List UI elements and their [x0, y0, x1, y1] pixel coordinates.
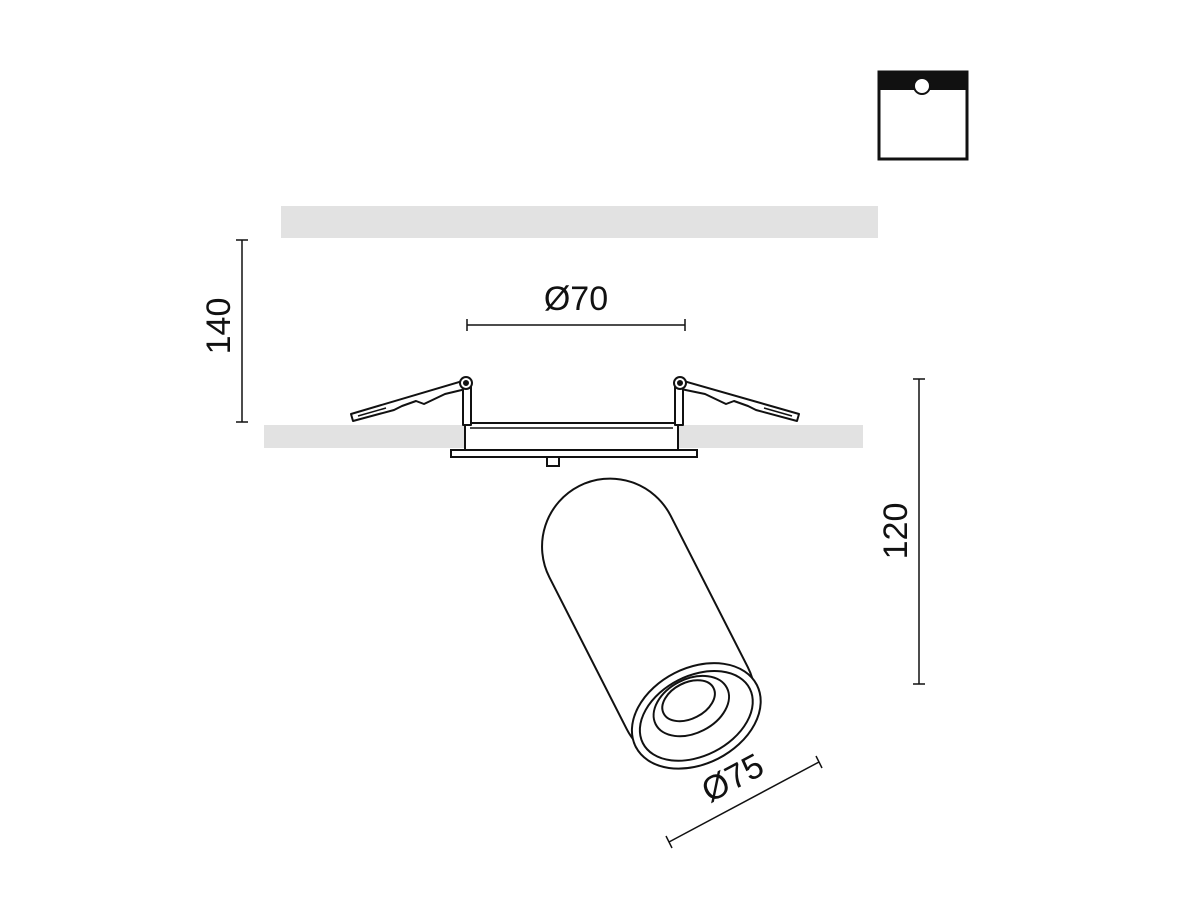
right-spring-clip: [673, 376, 800, 426]
body-height-dimension: [913, 378, 925, 685]
body-diameter-dimension: [665, 755, 823, 849]
cutout-diameter-dimension: [466, 319, 686, 331]
upper-ceiling-slab: [281, 206, 878, 238]
spotlight-body: [541, 477, 762, 770]
cutout-diameter-label: Ø70: [544, 280, 608, 318]
recessed-mount-icon: [877, 70, 969, 161]
left-spring-clip: [350, 376, 473, 426]
body-height-label: 120: [877, 503, 915, 560]
recessed-housing: [450, 422, 698, 458]
installation-height-dimension: [236, 239, 248, 423]
swivel-joint: [546, 456, 560, 467]
installation-height-label: 140: [200, 298, 238, 355]
